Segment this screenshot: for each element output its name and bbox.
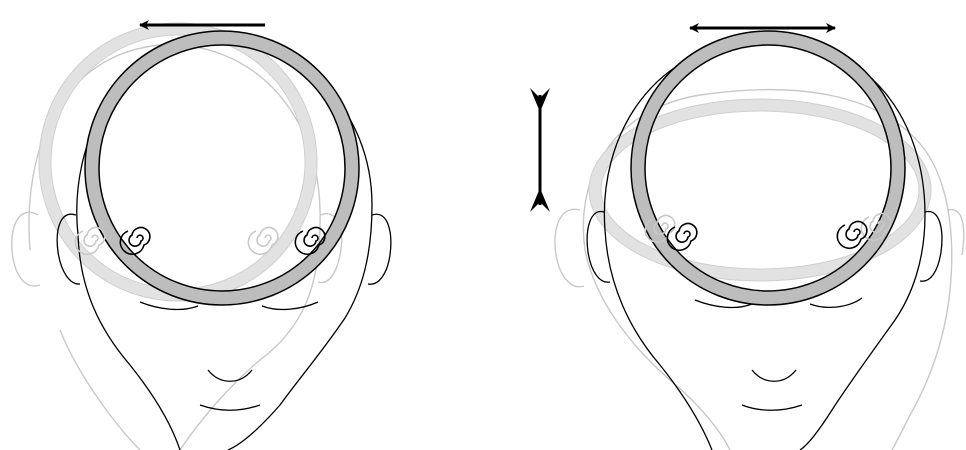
- left-panel: [12, 23, 391, 450]
- left-chin: [200, 405, 260, 410]
- left-mouth: [208, 370, 252, 381]
- right-mouth: [752, 370, 796, 381]
- left-ghost-ear: [12, 212, 40, 286]
- right-chin: [742, 405, 802, 410]
- right-ghost-ear: [555, 209, 584, 286]
- left-brow-right: [262, 302, 318, 309]
- left-brow-left: [140, 302, 198, 309]
- left-ring: [85, 31, 359, 305]
- right-brow-right: [810, 298, 862, 307]
- right-panel: [555, 28, 964, 450]
- right-ring: [631, 31, 905, 305]
- vertical-scale-indicator: [530, 88, 550, 212]
- left-ghost-neck-line: [60, 330, 140, 450]
